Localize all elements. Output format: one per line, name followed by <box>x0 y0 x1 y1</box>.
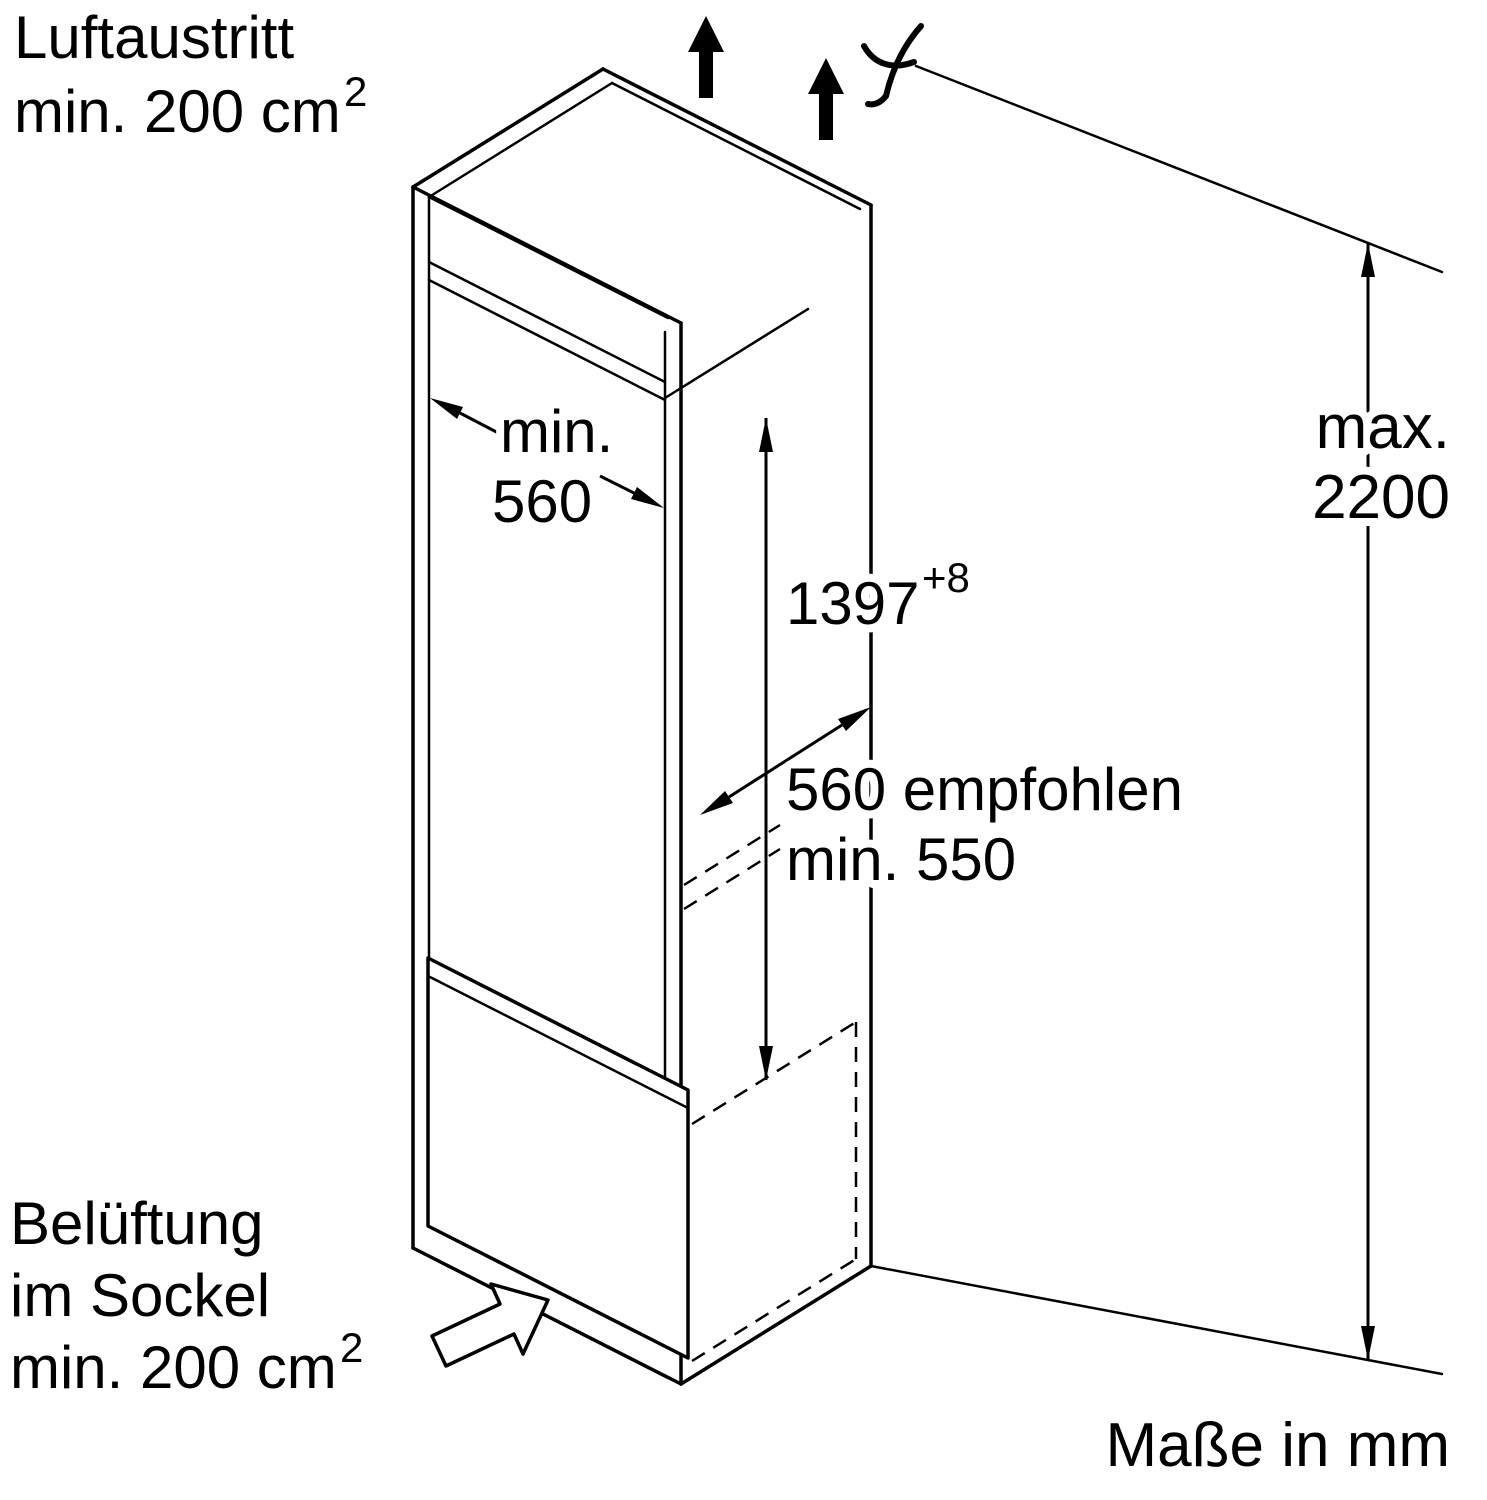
max-height-label-line2: 2200 <box>1312 463 1450 532</box>
units-note-label: Maße in mm <box>1106 1411 1450 1480</box>
dim-width-left-arrowhead <box>430 398 463 419</box>
dim-niche-width <box>430 398 664 508</box>
hidden-plinth-top-edge <box>691 1020 857 1126</box>
bottom-right-depth-edge <box>679 1264 873 1386</box>
inner-front-top-rail <box>427 195 670 320</box>
hidden-shelf-upper-line <box>683 823 781 887</box>
hidden-edges <box>683 823 858 1363</box>
door-top-thickness-line <box>426 974 690 1110</box>
airflow-arrow-icon <box>430 1282 550 1368</box>
power-cord-stroke <box>865 93 889 108</box>
base-cabinet-door <box>426 956 690 1360</box>
niche-ceiling-depth-edge <box>663 307 810 400</box>
up-arrow-icon <box>808 58 844 140</box>
dim-max-bottom-arrowhead <box>1361 1326 1375 1360</box>
plinth-vent-label-line1: Belüftung <box>10 1190 264 1257</box>
air-outlet-label-sup: 2 <box>344 68 367 115</box>
plinth-recess-line <box>438 1260 670 1380</box>
niche-height-tolerance-label: +8 <box>922 554 970 601</box>
plinth-vent-label-sup: 2 <box>340 1324 363 1371</box>
inner-top-left-depth <box>427 81 614 199</box>
niche-ceiling-lower-line <box>427 278 667 402</box>
top-left-depth-edge <box>411 67 605 189</box>
dim-depth-shaft <box>728 723 843 799</box>
front-top-edge <box>411 185 683 325</box>
dim-height-bottom-arrowhead <box>759 1046 773 1080</box>
hidden-bottom-back-edge <box>691 1257 857 1363</box>
niche-depth-label-line1: 560 empfohlen <box>786 756 1183 823</box>
dim-depth-front-arrowhead <box>700 791 733 815</box>
door-front-face <box>426 956 690 1360</box>
dim-max-height <box>869 64 1444 1376</box>
dim-height-top-arrowhead <box>759 418 773 452</box>
dim-width-right-shaft <box>599 474 635 495</box>
niche-ceiling-upper-line <box>427 260 667 384</box>
top-vent-arrows <box>688 16 844 140</box>
max-height-label-line1: max. <box>1316 393 1450 462</box>
niche-width-label-line2: 560 <box>492 468 592 535</box>
dim-max-top-arrowhead <box>1361 243 1375 277</box>
plinth-vent-label-line2: im Sockel <box>10 1262 270 1329</box>
dim-max-top-extension-line <box>914 64 1444 274</box>
air-outlet-label-line1: Luftaustritt <box>14 4 294 71</box>
power-cord-stroke <box>861 43 917 69</box>
dim-niche-height <box>759 418 773 1080</box>
inner-top-back <box>610 81 862 211</box>
dim-niche-depth <box>700 707 871 815</box>
plinth-vent-label-line3: min. 200 cm <box>10 1334 337 1401</box>
air-outlet-label-line2: min. 200 cm <box>14 78 341 145</box>
dim-width-right-arrowhead <box>631 487 664 508</box>
up-arrow-icon <box>688 16 724 98</box>
cabinet-inner-lines <box>427 81 862 1380</box>
niche-height-label: 1397 <box>786 570 919 637</box>
dim-depth-back-arrowhead <box>838 707 871 731</box>
niche-depth-label-line2: min. 550 <box>786 826 1016 893</box>
dim-max-bottom-extension-line <box>869 1264 1444 1376</box>
dim-width-left-shaft <box>459 411 507 439</box>
labels: Luftaustritt min. 200 cm 2 min. 560 1397… <box>10 4 1458 1480</box>
top-back-edge <box>601 67 873 207</box>
power-cord-icon <box>861 23 924 108</box>
power-cord-stroke <box>883 23 924 99</box>
niche-width-label-line1: min. <box>500 398 613 465</box>
hidden-shelf-lower-line <box>683 847 781 911</box>
